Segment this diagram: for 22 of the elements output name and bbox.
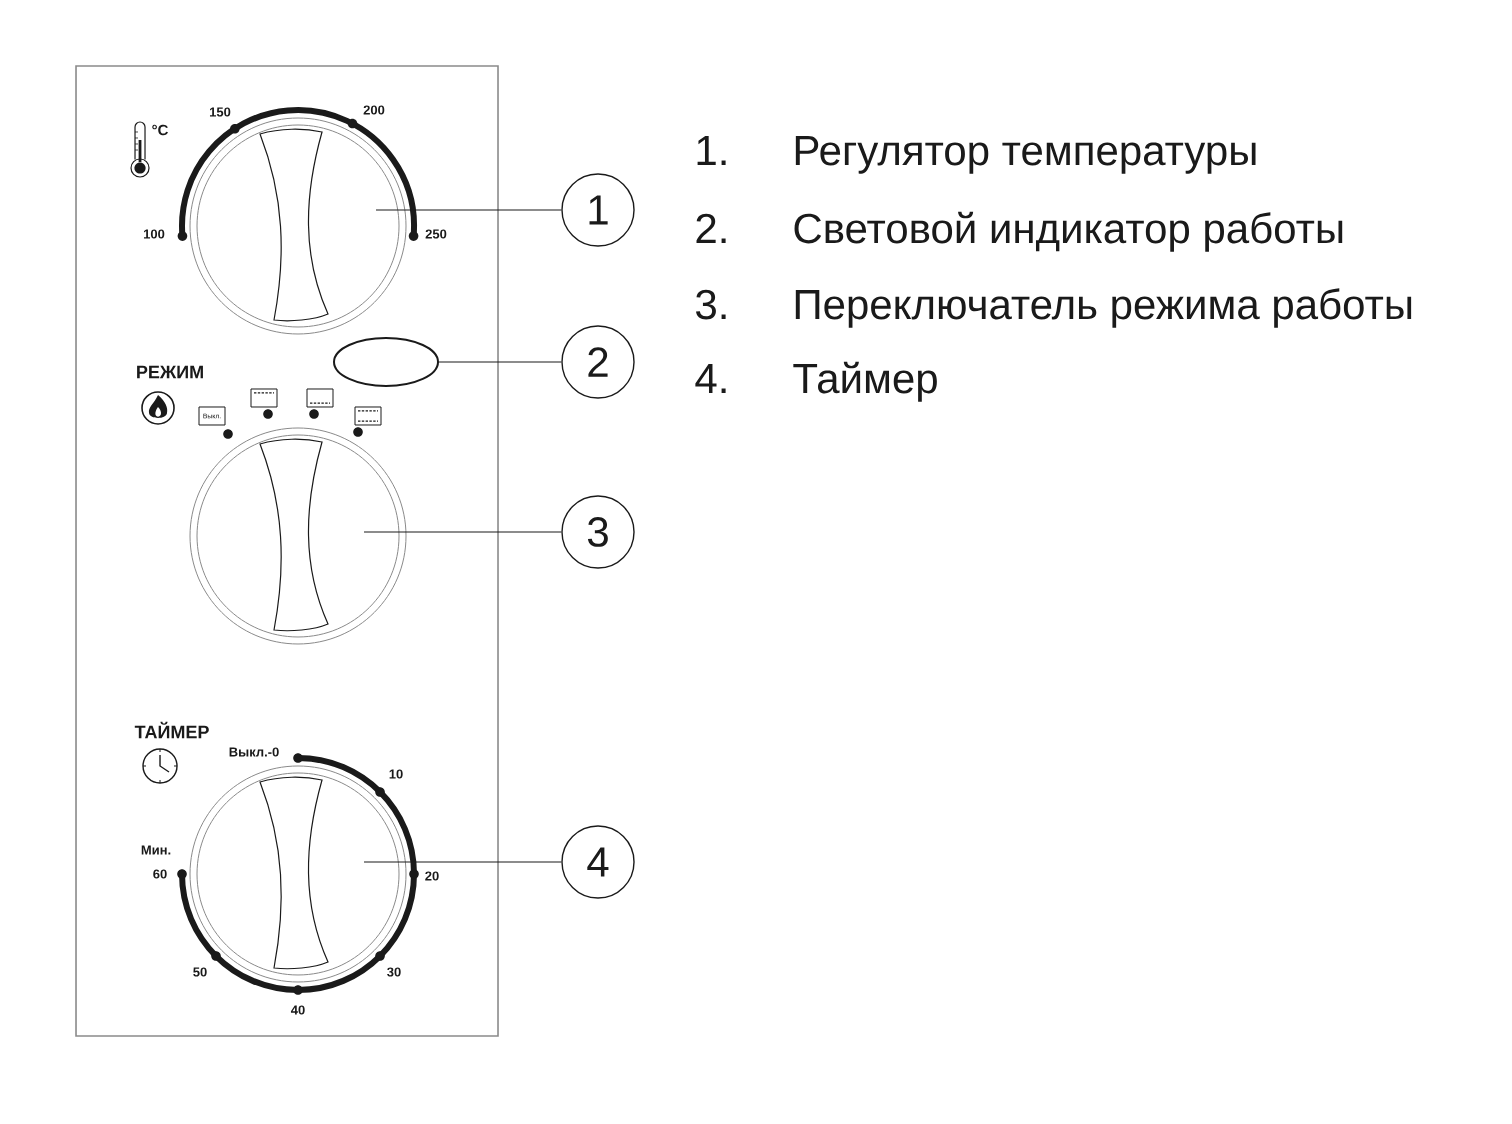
control-knob <box>189 427 407 645</box>
indicator-light <box>333 337 439 387</box>
list-item: Таймер <box>793 361 937 402</box>
list-number: 2. <box>696 213 726 243</box>
list-item: Световой индикатор работы <box>794 211 1343 252</box>
control-knob <box>189 765 407 983</box>
leader-line <box>375 209 562 211</box>
callout-number: 4 <box>561 825 635 899</box>
list-number: 3. <box>696 289 726 320</box>
leader-line <box>438 361 562 363</box>
leader-line <box>363 861 562 863</box>
panel-label: ТАЙМЕР <box>134 721 209 739</box>
panel-label: РЕЖИМ <box>137 365 203 379</box>
list-number: 1. <box>697 136 726 165</box>
callout-number: 1 <box>561 173 635 247</box>
list-number: 4. <box>695 364 726 393</box>
list-item: Переключатель режима работы <box>795 288 1412 328</box>
callout-number: 3 <box>561 495 635 569</box>
callout-number: 2 <box>561 325 635 399</box>
list-item: Регулятор температуры <box>795 136 1256 174</box>
control-knob <box>189 117 407 335</box>
leader-line <box>363 531 562 533</box>
